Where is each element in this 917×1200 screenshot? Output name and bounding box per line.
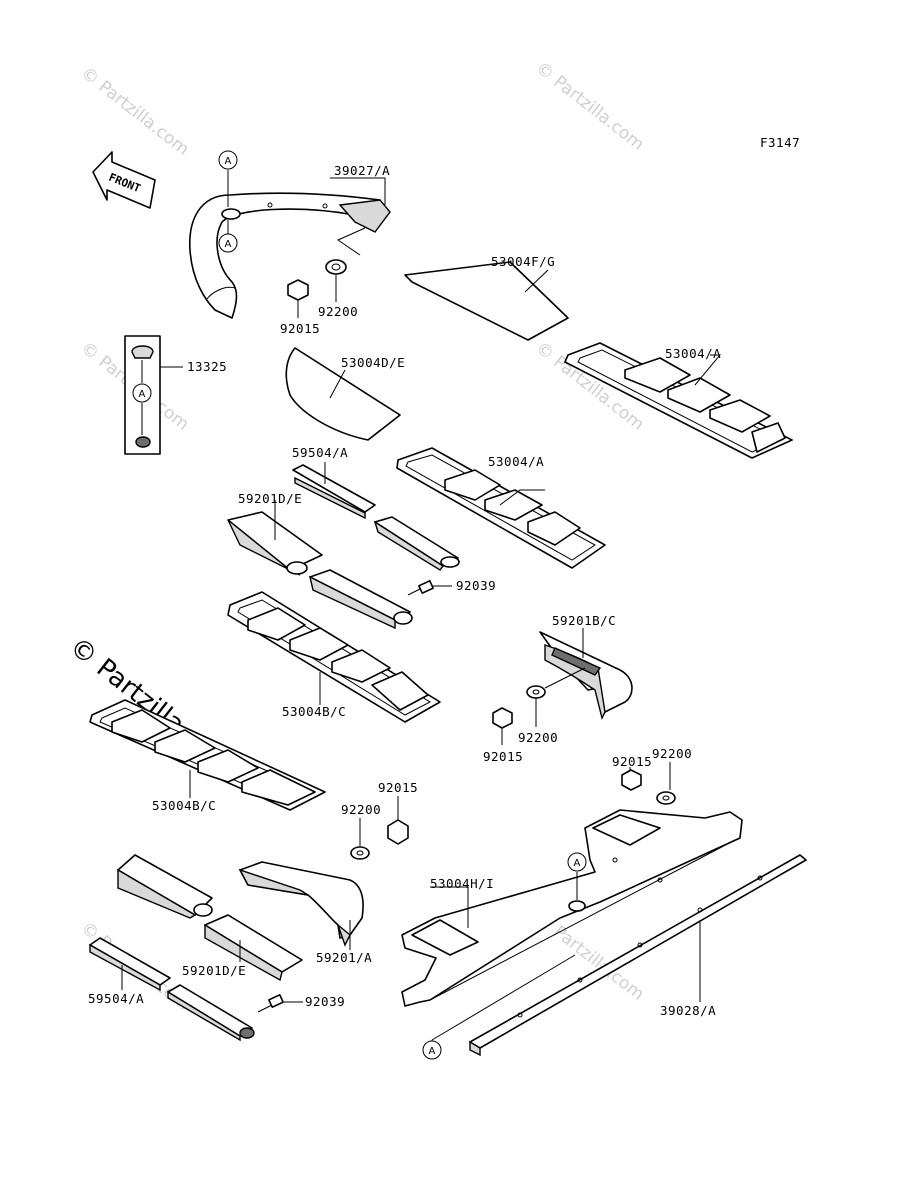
callout-letter: A: [429, 1046, 436, 1057]
part-label-53004a-mid: 53004/A: [488, 454, 544, 469]
part-label-13325: 13325: [187, 359, 227, 374]
part-label-92015-mid: 92015: [483, 749, 523, 764]
cover-part: [89, 937, 171, 986]
rail-part: [469, 854, 807, 1057]
washer-icon: [526, 685, 546, 699]
part-label-53004bc-left: 53004B/C: [152, 798, 216, 813]
mat-part: [227, 591, 441, 723]
handle-part: [539, 631, 633, 721]
part-label-92015-low: 92015: [378, 780, 418, 795]
nut-icon: [387, 819, 409, 845]
mat-part: [89, 699, 326, 811]
callout-letter: A: [225, 156, 232, 167]
part-label-53004bc-mid: 53004B/C: [282, 704, 346, 719]
part-label-92200-right: 92200: [652, 746, 692, 761]
part-label-53004a-right: 53004/A: [665, 346, 721, 361]
part-label-59201de-top: 59201D/E: [238, 491, 302, 506]
callout-letter: A: [139, 389, 146, 400]
callout-a: [218, 233, 238, 253]
channel-part: [373, 516, 460, 571]
channel-part: [308, 569, 413, 630]
figure-code: F3147: [760, 135, 800, 150]
watermark: © Partzilla.com: [77, 63, 193, 160]
part-label-59504a-top: 59504/A: [292, 445, 348, 460]
part-label-53004hi: 53004H/I: [430, 876, 494, 891]
part-label-39027a: 39027/A: [334, 163, 390, 178]
part-label-53004fg: 53004F/G: [491, 254, 555, 269]
part-label-92039-top: 92039: [456, 578, 496, 593]
channel-part: [117, 854, 213, 919]
mat-part: [564, 342, 793, 459]
cover-part: [292, 464, 376, 513]
part-label-59201a: 59201/A: [316, 950, 372, 965]
callout-a: [567, 852, 587, 872]
part-label-92015: 92015: [280, 321, 320, 336]
part-label-92200: 92200: [318, 304, 358, 319]
callout-letter: A: [225, 239, 232, 250]
pad-part: [285, 347, 401, 441]
washer-icon: [656, 791, 676, 805]
frame-part: [401, 809, 743, 1007]
rivet-icon: [407, 580, 434, 596]
part-label-92039-low: 92039: [305, 994, 345, 1009]
part-label-92200-low: 92200: [341, 802, 381, 817]
part-label-59504a-low: 59504/A: [88, 991, 144, 1006]
channel-part: [204, 914, 303, 982]
part-label-92015-right: 92015: [612, 754, 652, 769]
nut-icon: [621, 769, 642, 791]
nut-icon: [287, 279, 309, 301]
front-arrow-icon: FRONT: [92, 151, 156, 209]
rivet-icon: [257, 994, 284, 1013]
watermark: © Partzilla.com: [532, 58, 648, 155]
part-label-92200-mid: 92200: [518, 730, 558, 745]
part-label-53004de: 53004D/E: [341, 355, 405, 370]
callout-a: [132, 383, 152, 403]
washer-icon: [350, 846, 370, 860]
callout-letter: A: [574, 858, 581, 869]
grommet-box: A: [124, 335, 161, 455]
mat-part: [396, 447, 606, 569]
tube-part: [167, 984, 255, 1042]
callout-a: [218, 150, 238, 170]
channel-part: [227, 511, 323, 576]
handle-part: [238, 861, 364, 947]
part-label-59201de-low: 59201D/E: [182, 963, 246, 978]
nut-icon: [492, 707, 513, 729]
pad-part: [404, 261, 569, 341]
part-label-59201bc: 59201B/C: [552, 613, 616, 628]
callout-a: [422, 1040, 442, 1060]
part-label-39028a: 39028/A: [660, 1003, 716, 1018]
handle-grip-part: [189, 192, 391, 319]
washer-icon: [325, 259, 347, 275]
